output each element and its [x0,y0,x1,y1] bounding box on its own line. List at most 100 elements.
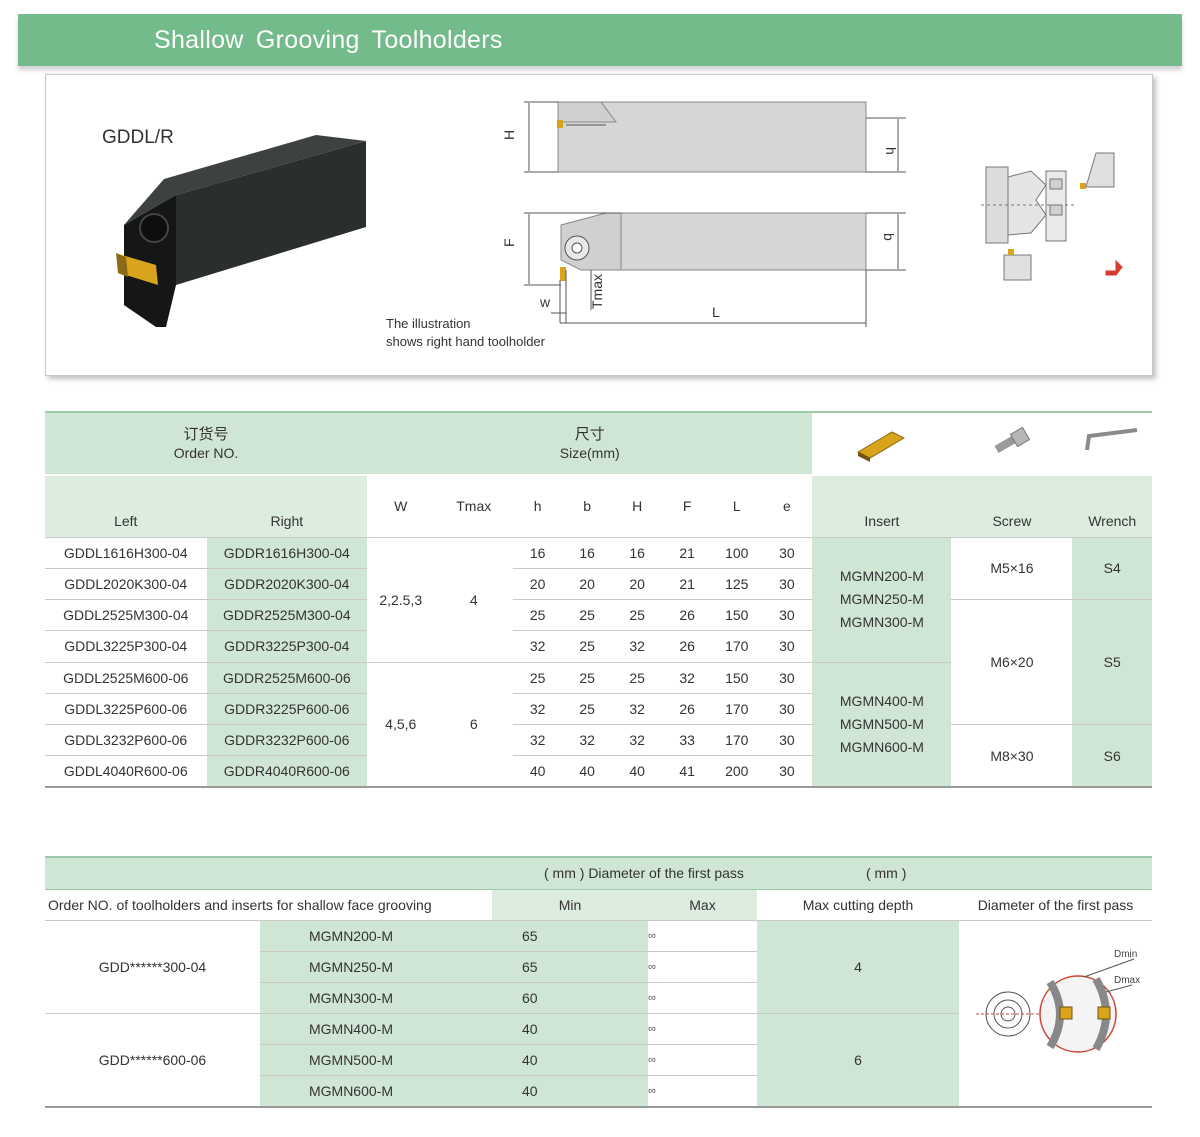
b-value: 25 [562,692,613,725]
h-value: 40 [513,755,563,787]
svg-text:H: H [501,130,517,140]
svg-text:Dmin: Dmin [1114,949,1137,960]
order-no-header: 订货号 Order NO. [45,412,368,475]
F-value: 33 [662,723,713,756]
b-value: 25 [562,598,613,631]
max-depth: 6 [757,1013,959,1108]
illustration-note: The illustration shows right hand toolho… [386,316,545,349]
h-value: 16 [513,536,563,569]
h-value: 32 [513,723,563,756]
size-header: 尺寸 Size(mm) [367,412,813,475]
w-value: 2,2.5,3 [367,536,435,662]
table-row: GDDL3232P600-06 GDDR3232P600-06 32 32 32… [45,723,1152,787]
screw-value: M5×16 [951,536,1073,600]
right-order-no: GDDR4040R600-06 [206,755,368,787]
col-min: Min [492,888,648,920]
first-pass-diagram: Dmin Dmax [975,949,1140,1053]
col-b: b [562,474,613,537]
svg-text:F: F [501,238,517,247]
wrench-value: S5 [1072,599,1152,725]
e-value: 30 [761,661,813,694]
wrench-value: S4 [1072,536,1152,600]
svg-text:Dmax: Dmax [1114,975,1140,986]
b-value: 16 [562,536,613,569]
F-value: 26 [662,630,713,662]
table-row: GDDL4040R600-06 GDDR4040R600-06 40 40 40… [45,755,1152,787]
L-value: 150 [712,661,762,694]
w-value: 4,5,6 [367,661,435,787]
H-value: 16 [612,536,663,569]
right-order-no: GDDR2525M600-06 [206,661,368,694]
F-value: 41 [662,755,713,787]
col-diameter: Diameter of the first pass [959,888,1152,920]
e-value: 30 [761,598,813,631]
diameter-diagram: Dmin Dmax [959,919,1152,1108]
table-row: GDDL2525M600-06 GDDR2525M600-06 4,5,6 6 … [45,661,1152,787]
max-diameter: ∞ [648,1075,757,1108]
col-h: h [513,474,563,537]
max-diameter: ∞ [648,1013,757,1045]
H-value: 40 [612,755,663,787]
col-right: Right [206,474,368,537]
table-row: GDDL3225P300-04 GDDR3225P300-04 32 25 32… [45,630,1152,662]
insert-group-2: MGMN400-M MGMN500-M MGMN600-M [812,661,952,787]
svg-text:h: h [883,147,899,155]
diameter-pass-label: ( mm ) Diameter of the first pass( mm ) [492,857,959,889]
holder-group: GDD******300-04 [45,919,260,1014]
holder-group: GDD******600-06 [45,1013,260,1108]
max-diameter: ∞ [648,950,757,983]
F-value: 21 [662,536,713,569]
insert-name: MGMN200-M [260,919,442,952]
H-value: 32 [612,630,663,662]
min-diameter: 65 [442,950,648,983]
insert-group-1: MGMN200-M MGMN250-M MGMN300-M [812,536,952,662]
h-value: 32 [513,630,563,662]
b-value: 40 [562,755,613,787]
max-depth: 4 [757,919,959,1014]
right-order-no: GDDR2525M300-04 [206,598,368,631]
svg-text:b: b [881,233,897,241]
e-value: 30 [761,755,813,787]
b-value: 20 [562,567,613,600]
L-value: 170 [712,692,762,725]
min-diameter: 40 [442,1013,648,1045]
e-value: 30 [761,567,813,600]
application-sketch [981,152,1123,281]
h-value: 32 [513,692,563,725]
F-value: 26 [662,692,713,725]
table2-title: Order NO. of toolholders and inserts for… [45,888,492,920]
b-value: 32 [562,723,613,756]
col-screw: Screw [951,474,1073,537]
col-e: e [761,474,813,537]
wrench-value: S6 [1072,724,1152,787]
b-value: 25 [562,661,613,694]
col-max: Max [648,888,757,920]
wrench-image [1072,412,1152,475]
insert-name: MGMN250-M [260,950,442,983]
table-row: GDDL2525M300-04 GDDR2525M300-04 25 25 25… [45,598,1152,725]
tmax-value: 4 [434,536,514,662]
e-value: 30 [761,536,813,569]
col-L: L [712,474,762,537]
min-diameter: 40 [442,1075,648,1108]
table-row: GDD******600-06 MGMN400-M 40 ∞ 6 [45,1013,1152,1108]
left-order-no: GDDL1616H300-04 [45,536,207,569]
table-row: GDD******300-04 MGMN200-M 65 ∞ 4 Dmin Dm… [45,919,1152,1108]
col-w: W [367,474,435,537]
col-H: H [612,474,663,537]
table-row: MGMN250-M 65 ∞ [45,950,1152,983]
left-order-no: GDDL2525M300-04 [45,598,207,631]
table-row: GDDL2020K300-04 GDDR2020K300-04 20 20 20… [45,567,1152,600]
h-value: 25 [513,598,563,631]
svg-text:w: w [539,294,551,310]
F-value: 21 [662,567,713,600]
table-row: GDDL3225P600-06 GDDR3225P600-06 32 25 32… [45,692,1152,725]
min-diameter: 40 [442,1044,648,1076]
screw-value: M6×20 [951,599,1073,725]
insert-name: MGMN400-M [260,1013,442,1045]
right-order-no: GDDR2020K300-04 [206,567,368,600]
screw-value: M8×30 [951,724,1073,787]
H-value: 32 [612,723,663,756]
left-order-no: GDDL3225P600-06 [45,692,207,725]
L-value: 100 [712,536,762,569]
